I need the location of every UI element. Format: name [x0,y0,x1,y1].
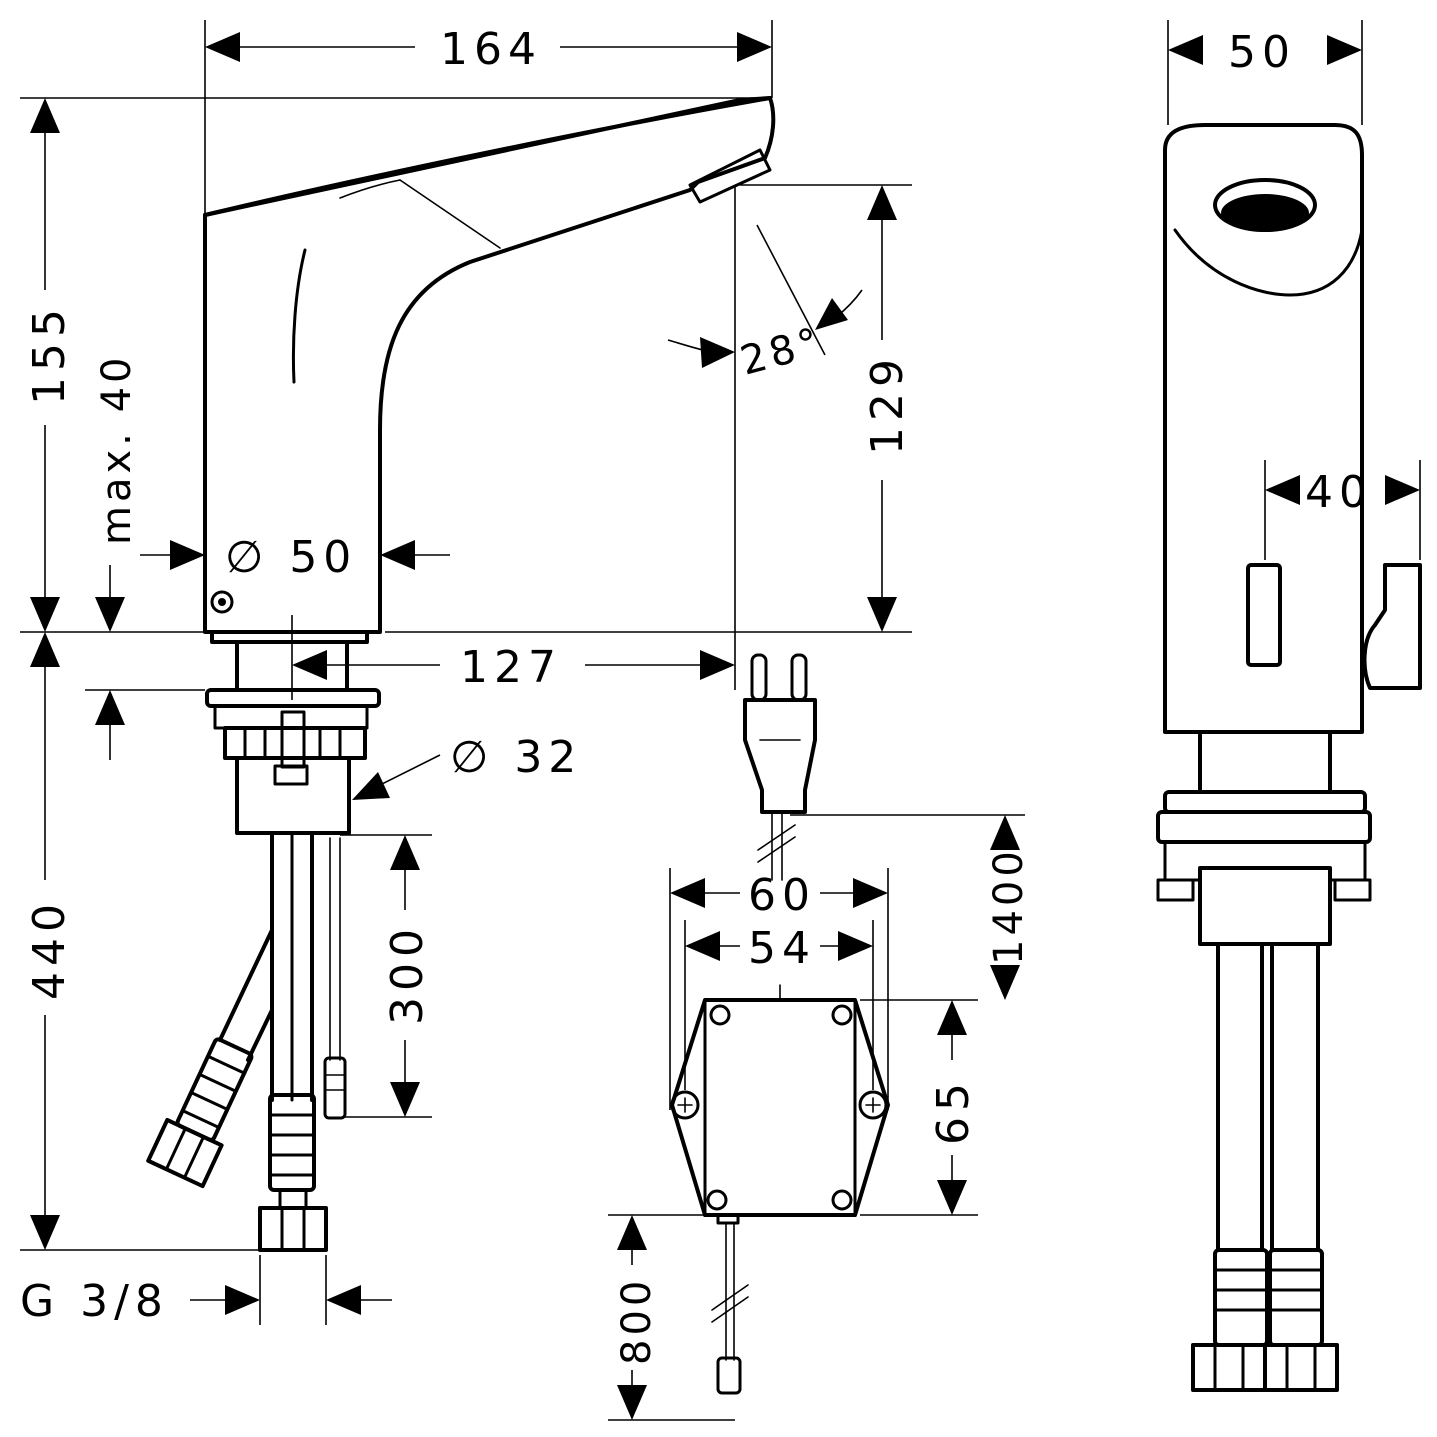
dim-max40: max. 40 [94,354,140,545]
sensor-front [1246,563,1282,667]
washer-plate [205,688,381,708]
mounting-body [235,756,351,835]
dim-40: 40 [1305,467,1373,518]
dimension-lines-box [608,814,1025,1421]
dim-g38: G 3/8 [20,1276,169,1327]
dim-diameter-50: ∅ 50 [225,532,357,583]
dim-54: 54 [748,923,816,974]
faucet-body-outline [203,96,776,634]
control-box [670,984,890,1395]
dim-800: 800 [614,1277,660,1365]
dimension-lines-right [1167,20,1421,560]
dimension-lines-left [20,20,912,1325]
faucet-front-view [1156,123,1422,1392]
dim-155: 155 [24,303,75,405]
bent-hose-fitting [146,1037,254,1189]
dim-diameter-32: ∅ 32 [450,732,582,783]
dim-300: 300 [382,923,433,1025]
dim-440: 440 [24,898,75,1000]
sensor-window [210,590,234,614]
dim-1400: 1400 [986,847,1032,965]
dim-129: 129 [862,353,913,455]
power-plug [743,653,817,881]
g38-nut [258,1206,328,1252]
dim-60: 60 [748,870,816,921]
dim-side-50: 50 [1228,27,1296,78]
dimension-labels: 164 155 max. 40 ∅ 50 129 28° 127 ∅ 32 G … [20,24,1373,1365]
dim-65: 65 [928,1077,979,1145]
aerator [688,148,772,204]
dim-28deg: 28° [736,319,828,385]
control-lever [1362,563,1422,690]
dim-164: 164 [440,24,542,75]
nut-ring [213,704,369,730]
dim-127: 127 [460,642,562,693]
